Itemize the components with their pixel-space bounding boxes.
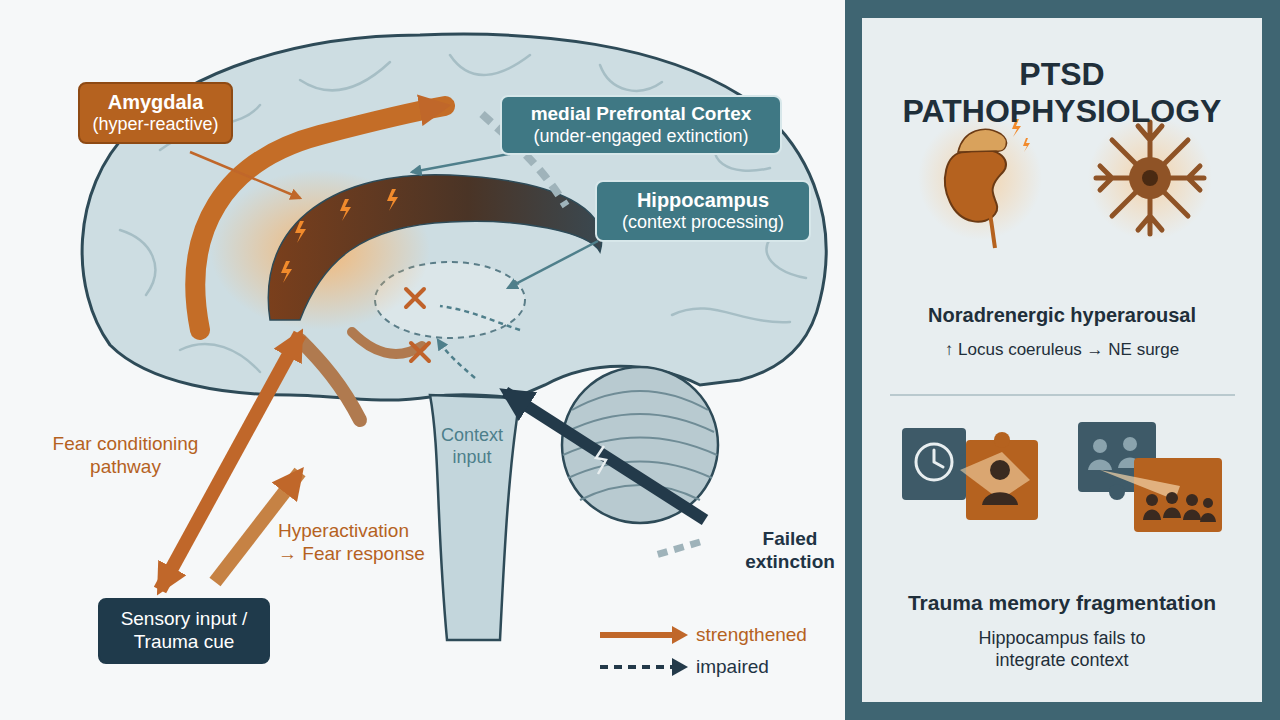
- failure-x: [406, 289, 429, 361]
- legend-line: [600, 665, 672, 669]
- lightning-break: [596, 446, 606, 474]
- region-label-box: medial Prefrontal Cortex(under-engaged e…: [500, 95, 782, 155]
- side-panel: [862, 18, 1262, 702]
- lightning-marks: [281, 189, 398, 283]
- legend-arrowhead: [672, 658, 688, 676]
- divider: [890, 394, 1235, 396]
- strengthened-arc-arrow: [195, 106, 445, 330]
- node-title: Amygdala: [88, 90, 223, 114]
- panel-title: PTSD PATHOPHYSIOLOGY: [872, 56, 1252, 130]
- leader-line: [190, 152, 300, 198]
- pathway-label: Failed extinction: [738, 528, 842, 574]
- node-subtitle: (hyper-reactive): [88, 114, 223, 136]
- node-title: medial Prefrontal Cortex: [512, 103, 770, 126]
- memory-puzzle-icon: [902, 428, 1038, 520]
- memory-puzzle-icon: [1078, 422, 1222, 532]
- failed-extinction-arrow: [505, 392, 705, 520]
- legend-entry: impaired: [598, 656, 769, 678]
- region-label-box: Amygdala(hyper-reactive): [78, 82, 233, 144]
- legend-text: strengthened: [696, 624, 807, 646]
- pathway-label: Hyperactivation → Fear response: [278, 520, 430, 566]
- region-label-box: Hippocampus(context processing): [595, 180, 811, 242]
- input-box: Sensory input / Trauma cue: [98, 598, 270, 664]
- node-subtitle: (context processing): [607, 212, 799, 234]
- legend-sample: [598, 624, 690, 646]
- context-dotted-arrow: [440, 306, 520, 330]
- legend-line: [600, 632, 672, 638]
- side-panel-frame: [845, 0, 1280, 720]
- section-heading: Trauma memory fragmentation: [872, 590, 1252, 615]
- limbic-crescent: [268, 175, 601, 320]
- node-subtitle: (under-engaged extinction): [512, 126, 770, 148]
- legend-arrowhead: [672, 626, 688, 644]
- limbic-tract: [300, 340, 360, 420]
- failed-extinction-tail: [652, 542, 700, 556]
- context-dotted-arrow: [438, 340, 475, 378]
- node-title: Hippocampus: [607, 188, 799, 212]
- section-text: ↑ Locus coeruleus → NE surge: [872, 340, 1252, 360]
- section-heading: Noradrenergic hyperarousal: [872, 303, 1252, 327]
- leader-line: [412, 152, 520, 172]
- adrenal-icon: [918, 116, 1042, 248]
- legend-sample: [598, 656, 690, 678]
- legend-text: impaired: [696, 656, 769, 678]
- pathway-label: Context input: [428, 425, 516, 468]
- node-title: Sensory input / Trauma cue: [110, 608, 258, 654]
- section-text: Hippocampus fails to integrate context: [952, 628, 1172, 671]
- legend-entry: strengthened: [598, 624, 807, 646]
- neuron-icon: [1088, 116, 1212, 240]
- leader-line: [508, 241, 598, 288]
- pathway-label: Fear conditioning pathway: [38, 433, 213, 479]
